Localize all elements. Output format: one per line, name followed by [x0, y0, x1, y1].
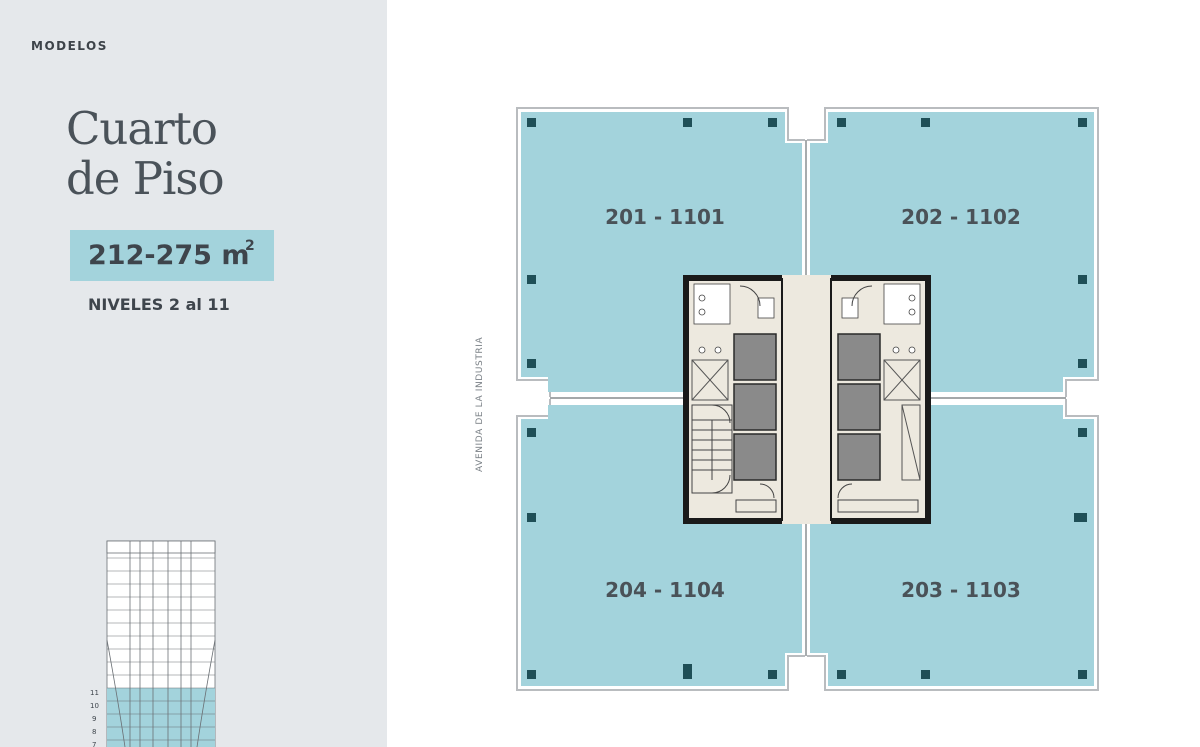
- stairs: [691, 404, 733, 494]
- section-label: MODELOS: [31, 39, 108, 53]
- restrooms: [693, 283, 921, 354]
- levels-label: NIVELES 2 al 11: [88, 295, 230, 314]
- page-title-line-1: Cuarto: [66, 102, 218, 155]
- area-value: 212-275 m: [88, 240, 250, 271]
- page-title-line-2: de Piso: [66, 152, 225, 205]
- area-badge: [70, 230, 274, 281]
- area-superscript: 2: [245, 238, 255, 254]
- floor-number: 7: [92, 741, 96, 747]
- floor-number: 11: [90, 689, 99, 697]
- page-title: Cuarto de Piso: [66, 102, 225, 205]
- building-core: [683, 275, 931, 524]
- structural-columns: [527, 118, 1087, 679]
- building-elevation: 11 10 9 8 7: [90, 540, 216, 747]
- elevators-right: [837, 333, 881, 481]
- unit-label-202: 202 - 1102: [901, 205, 1021, 229]
- floor-number: 10: [90, 702, 99, 710]
- unit-label-203: 203 - 1103: [901, 578, 1021, 602]
- unit-label-201: 201 - 1101: [605, 205, 725, 229]
- elevators-left: [733, 333, 777, 481]
- street-label: AVENIDA DE LA INDUSTRIA: [475, 336, 485, 472]
- floor-number: 9: [92, 715, 96, 723]
- highlighted-floors: [107, 688, 215, 747]
- unit-label-204: 204 - 1104: [605, 578, 725, 602]
- floor-number: 8: [92, 728, 96, 736]
